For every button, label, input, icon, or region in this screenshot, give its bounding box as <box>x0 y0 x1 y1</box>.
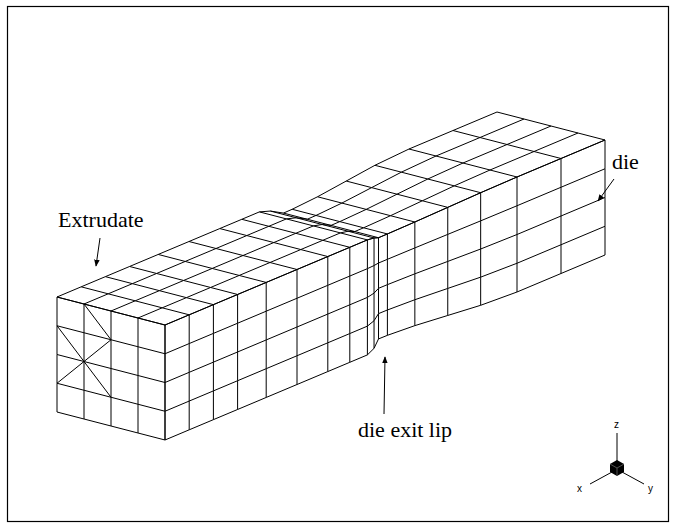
mesh-line <box>84 119 524 304</box>
mesh-line <box>165 198 605 383</box>
mesh-line <box>367 240 368 355</box>
mesh-line <box>57 355 165 383</box>
mesh-line <box>84 304 111 340</box>
mesh-line <box>266 282 267 397</box>
mesh-line <box>297 270 298 385</box>
frame-border <box>8 7 669 522</box>
mesh-line <box>165 255 605 440</box>
mesh-line <box>375 165 481 192</box>
mesh-line <box>57 112 497 297</box>
mesh-line <box>270 211 374 238</box>
mesh-line <box>220 229 328 257</box>
mesh-line <box>105 277 213 305</box>
mesh-line <box>189 242 297 270</box>
mesh-line <box>480 193 481 306</box>
mesh-line <box>346 181 448 207</box>
mesh-line <box>57 297 165 325</box>
leader-line <box>598 179 614 201</box>
mesh-line <box>189 315 190 430</box>
mesh-line <box>409 149 517 177</box>
mesh-line <box>378 238 379 339</box>
mesh-line <box>318 197 415 222</box>
mesh-line <box>111 126 551 311</box>
mesh-line <box>387 234 388 335</box>
leader-line <box>384 357 385 414</box>
mesh-line <box>259 212 367 240</box>
mesh-line <box>242 219 350 247</box>
mesh-line <box>292 209 387 234</box>
mesh-line <box>605 140 606 255</box>
part-label: die <box>612 150 639 174</box>
mesh-line <box>165 140 605 325</box>
mesh-line <box>138 133 578 318</box>
axis-triad <box>590 433 644 484</box>
mesh-line <box>349 247 350 362</box>
mesh-line <box>561 159 562 274</box>
mesh-line <box>165 140 605 325</box>
part-label: Extrudate <box>58 208 144 232</box>
mesh-line <box>237 294 238 409</box>
mesh-line <box>517 177 518 292</box>
mesh-line <box>447 207 448 315</box>
axis-label: z <box>614 419 619 430</box>
finite-element-mesh <box>57 112 605 440</box>
mesh-line <box>213 305 214 420</box>
axis-label: x <box>577 483 582 494</box>
mesh-line <box>165 169 605 354</box>
leader-line <box>96 238 100 266</box>
mesh-line <box>57 340 111 384</box>
axis-label: y <box>648 483 653 494</box>
mesh-line <box>158 254 266 282</box>
mesh-line <box>81 287 189 315</box>
mesh-line <box>497 112 605 140</box>
mesh-line <box>453 131 561 159</box>
mesh-line <box>283 213 378 238</box>
part-label: die exit lip <box>358 418 452 442</box>
mesh-line <box>414 222 415 326</box>
mesh-line <box>57 412 165 440</box>
mesh-line <box>57 326 111 398</box>
mesh-line <box>327 257 328 372</box>
mesh-line <box>374 238 375 348</box>
